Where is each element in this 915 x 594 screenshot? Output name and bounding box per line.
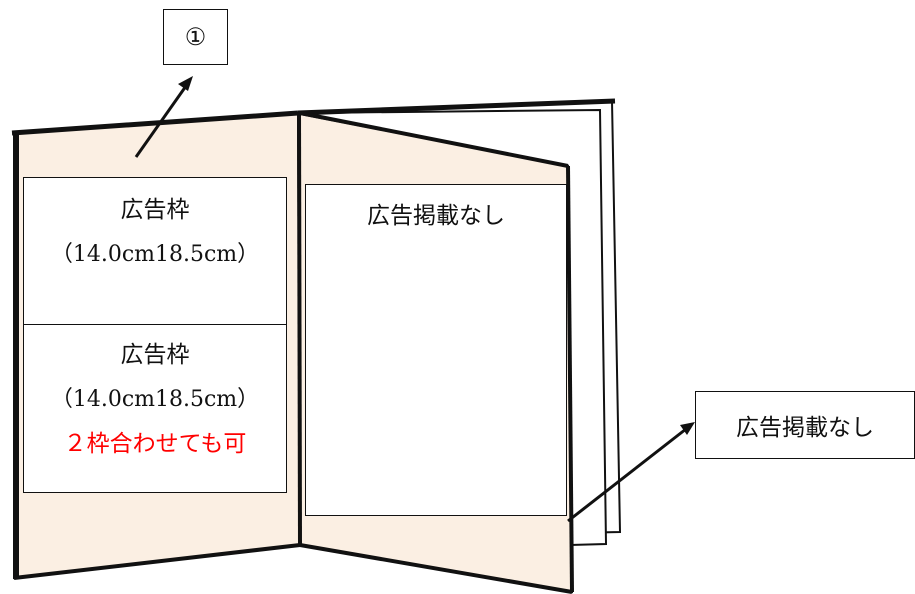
side-note-label: 広告掲載なし <box>736 415 874 441</box>
right-page-no-ad-box: 広告掲載なし <box>305 184 567 516</box>
page-number-label: ① <box>184 23 207 51</box>
left-page-top-edge <box>11 110 299 136</box>
page-number-arrow-line <box>134 85 188 158</box>
left-page-bottom-edge <box>13 543 301 580</box>
right-page-top-edge <box>299 111 569 168</box>
ad-slot-bottom: 広告枠 （14.0cm18.5cm） ２枠合わせても可 <box>23 324 287 493</box>
page-number-arrowhead <box>178 76 193 91</box>
ad-slot-top: 広告枠 （14.0cm18.5cm） <box>23 177 287 325</box>
right-page-bottom-edge <box>299 543 573 594</box>
ad-slot-bottom-size: （14.0cm18.5cm） <box>50 387 260 412</box>
ad-slot-top-title: 広告枠 <box>120 197 190 223</box>
page-number-callout: ① <box>163 9 228 65</box>
ad-slot-bottom-title: 広告枠 <box>120 342 190 368</box>
pages-top-edge <box>297 98 616 116</box>
ad-slot-bottom-note: ２枠合わせても可 <box>63 431 247 457</box>
side-note-arrowhead <box>680 422 695 435</box>
right-page-no-ad-label: 広告掲載なし <box>367 203 505 229</box>
side-note-arrow-line <box>567 427 687 523</box>
ad-slot-top-size: （14.0cm18.5cm） <box>50 242 260 267</box>
side-note-callout: 広告掲載なし <box>695 391 915 459</box>
right-page-outer-edge <box>566 165 574 593</box>
spine <box>297 111 302 547</box>
